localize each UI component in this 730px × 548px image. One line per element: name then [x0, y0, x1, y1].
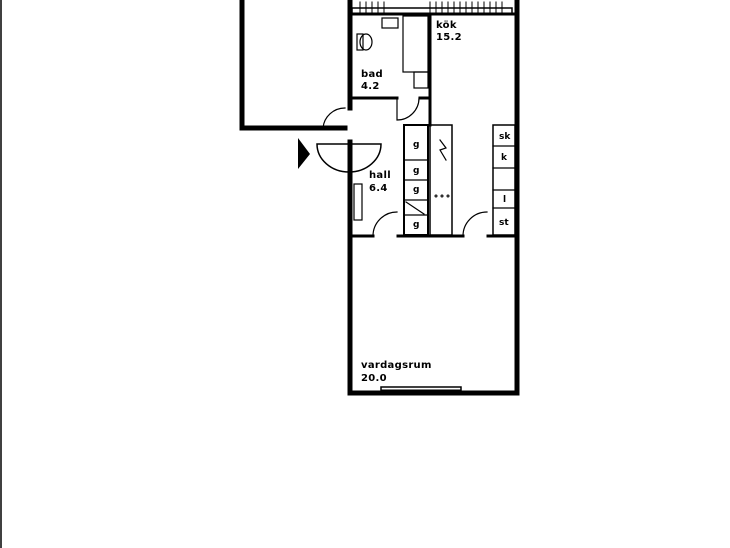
closet-label: g [413, 220, 419, 230]
closet-label: g [413, 140, 419, 150]
bath-shelf [381, 17, 399, 29]
kitchen-label-sk: sk [499, 132, 511, 142]
kitchen-door-arc [462, 211, 488, 237]
room-name-vardagsrum: vardagsrum [361, 360, 432, 371]
entrance-door-swing [322, 107, 346, 129]
closet-label: g [413, 185, 419, 195]
toilet-tank [356, 33, 364, 51]
room-name-hall: hall [369, 170, 391, 181]
room-area-kok: 15.2 [436, 32, 462, 43]
entrance-door-leaf [316, 143, 382, 173]
kitchen-label-st: st [499, 218, 509, 228]
hall-shelf [353, 183, 363, 221]
electric-symbol [439, 139, 447, 161]
room-name-kok: kök [436, 20, 457, 31]
washbasin [413, 71, 429, 89]
room-area-bad: 4.2 [361, 81, 380, 92]
adjacent-wall [239, 0, 348, 131]
kitchen-label-l: l [503, 195, 506, 205]
closet-label: g [413, 166, 419, 176]
entrance-arrow-icon [298, 138, 310, 169]
room-area-vardagsrum: 20.0 [361, 373, 387, 384]
bathtub [402, 15, 429, 73]
room-area-hall: 6.4 [369, 183, 388, 194]
bath-door [396, 97, 420, 121]
top-window [351, 1, 513, 15]
kitchen-counter [492, 124, 516, 236]
kitchen-label-k: k [501, 153, 508, 163]
hall-door-arc [372, 211, 398, 237]
toilet [359, 33, 373, 51]
room-name-bad: bad [361, 69, 383, 80]
